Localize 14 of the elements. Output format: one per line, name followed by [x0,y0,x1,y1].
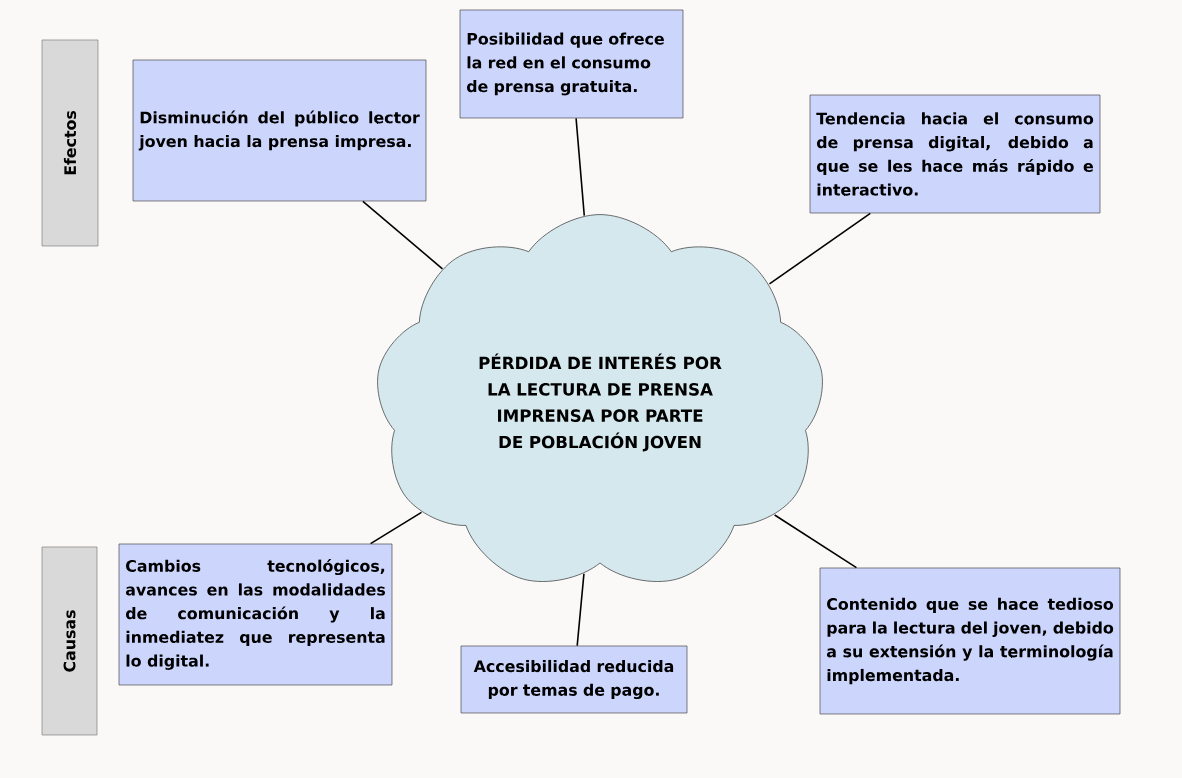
text-box: Tendencia hacia el consumo de prensa digital, debido a que se les hace más rápido e interactivo. [809,94,1101,214]
text-box: Contenido que se hace tedioso para la lectura del joven, debido a su extensión y la terminología implementada. [819,567,1121,715]
section-band: Causas [41,546,98,736]
text-box: Accesibilidad reducida por temas de pago. [460,645,688,714]
section-band: Efectos [41,39,99,247]
connector-line [575,117,586,217]
text-box: Cambios tecnológicos, avances en las modalidades de comunicación y la inmediatez que representa lo digital. [118,543,393,686]
connector-line [369,511,423,545]
connector-line [362,200,444,270]
text-box: Posibilidad que ofrece la red en el consumo de prensa gratuita. [459,9,684,119]
text-box: Disminución del público lector joven hacia la prensa impresa. [132,59,427,202]
connector-line [576,572,585,647]
connector-line [773,514,858,569]
connector-line [768,212,872,285]
